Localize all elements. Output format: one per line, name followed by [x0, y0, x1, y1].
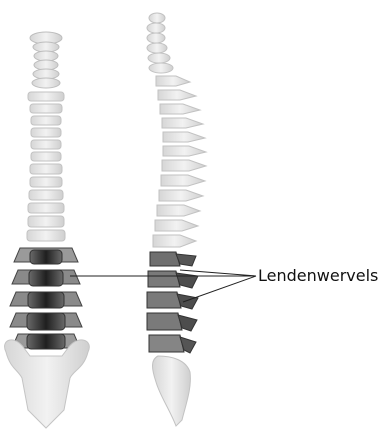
thoracic-region-side — [153, 76, 206, 247]
lumbar-vertebrae-label: Lendenwervels — [258, 266, 378, 285]
spine-side-view — [147, 13, 206, 426]
cervical-region-side — [147, 13, 173, 73]
spine-front-view — [5, 32, 90, 428]
lumbar-region-front — [10, 248, 82, 349]
sacrum-side — [153, 356, 191, 426]
thoracic-region-front — [27, 92, 65, 241]
cervical-region-front — [30, 32, 62, 88]
lumbar-region-side — [147, 252, 198, 353]
sacrum-front — [5, 340, 90, 428]
